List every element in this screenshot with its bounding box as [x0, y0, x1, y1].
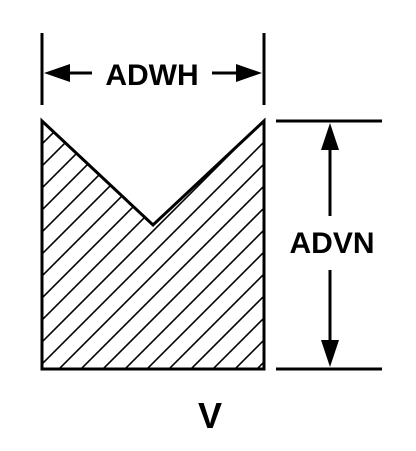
hatch-line — [42, 121, 264, 369]
width-label: ADWH — [105, 59, 198, 92]
hatch-line — [378, 120, 416, 380]
hatch-line — [42, 121, 111, 369]
height-label: ADVN — [289, 227, 374, 260]
hatch-line — [179, 121, 264, 369]
hatch-line — [91, 121, 264, 369]
hatch-line — [42, 121, 67, 369]
hatch-line — [157, 121, 264, 369]
hatch-line — [69, 121, 264, 369]
hatch-line — [42, 121, 45, 369]
hatch-line — [47, 121, 264, 369]
hatch-line — [42, 121, 199, 369]
hatch-line — [113, 121, 264, 369]
height-arrowhead-top — [321, 123, 339, 150]
hatch-line — [0, 120, 22, 380]
width-arrowhead-left — [44, 64, 70, 82]
v-block-outline — [40, 117, 266, 371]
hatch-line — [400, 120, 416, 380]
height-arrowhead-bottom — [321, 340, 339, 367]
hatch-line — [42, 121, 243, 369]
hatch-line — [201, 121, 264, 369]
hatch-line — [135, 121, 264, 369]
shape-label: V — [198, 395, 222, 436]
hatch-line — [42, 121, 89, 369]
width-arrowhead-right — [236, 64, 262, 82]
